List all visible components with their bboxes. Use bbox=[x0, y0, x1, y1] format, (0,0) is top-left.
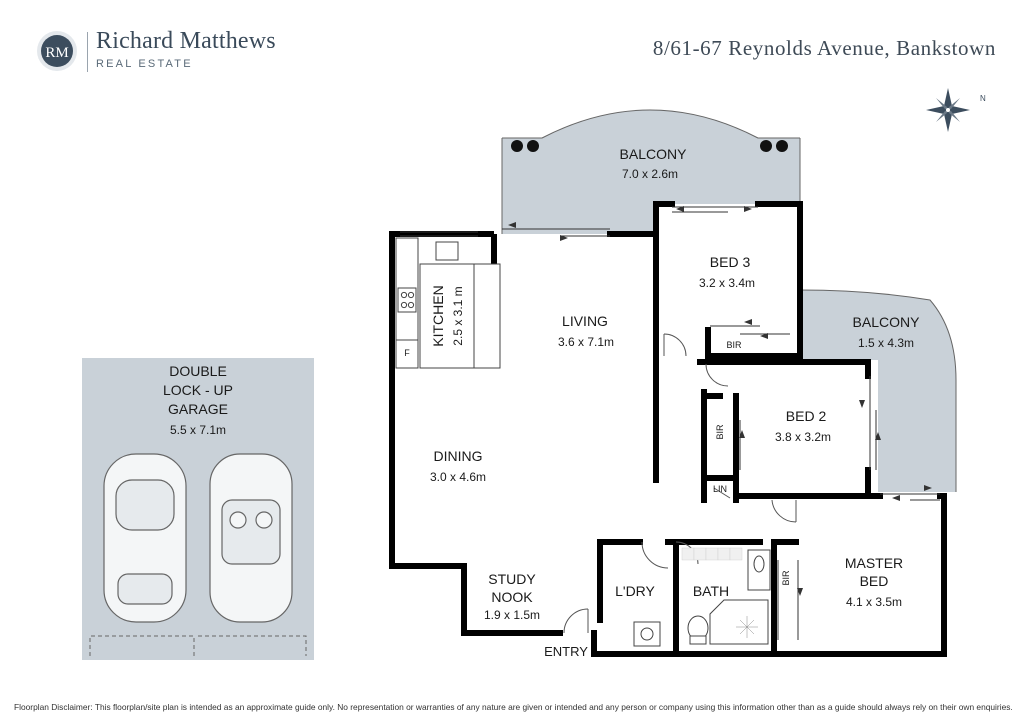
master-name-2: BED bbox=[860, 573, 889, 589]
garage-line3: GARAGE bbox=[168, 401, 228, 417]
dining-size: 3.0 x 4.6m bbox=[430, 470, 486, 484]
kitchen-fixtures bbox=[395, 237, 501, 369]
bed3-name: BED 3 bbox=[710, 254, 751, 270]
logo-monogram: RM bbox=[45, 45, 68, 61]
compass-rose-icon bbox=[926, 88, 970, 132]
master-name-1: MASTER bbox=[845, 555, 903, 571]
balcony-top-size: 7.0 x 2.6m bbox=[622, 167, 678, 181]
slide-arrow-icons bbox=[508, 206, 932, 596]
bath-tiles bbox=[681, 547, 743, 561]
brand-logo: RM bbox=[37, 31, 77, 71]
laundry-name: L'DRY bbox=[615, 583, 655, 599]
bed2-size: 3.8 x 3.2m bbox=[775, 430, 831, 444]
master-robe-label: BIR bbox=[781, 570, 791, 586]
balcony-top-area bbox=[502, 110, 800, 234]
walls bbox=[389, 201, 947, 657]
master-size: 4.1 x 3.5m bbox=[846, 595, 902, 609]
bed2-name: BED 2 bbox=[786, 408, 827, 424]
balcony-right-size: 1.5 x 4.3m bbox=[858, 336, 914, 350]
bed3-size: 3.2 x 3.4m bbox=[699, 276, 755, 290]
entry-label: ENTRY bbox=[544, 644, 588, 659]
study-size: 1.9 x 1.5m bbox=[484, 608, 540, 622]
property-address: 8/61-67 Reynolds Avenue, Bankstown bbox=[652, 36, 996, 60]
balcony-top-name: BALCONY bbox=[620, 146, 688, 162]
shower-fixture bbox=[736, 616, 758, 638]
garage-line1: DOUBLE bbox=[169, 363, 227, 379]
fridge-label: F bbox=[404, 348, 410, 358]
study-name-2: NOOK bbox=[491, 589, 533, 605]
brand-divider bbox=[87, 32, 88, 72]
bathroom-fixtures bbox=[633, 549, 771, 647]
compass-north-label: N bbox=[980, 94, 986, 103]
linen-label: LIN bbox=[713, 484, 727, 494]
brand-name: Richard Matthews bbox=[96, 28, 276, 54]
dining-name: DINING bbox=[434, 448, 483, 464]
garage-size: 5.5 x 7.1m bbox=[170, 423, 226, 437]
living-size: 3.6 x 7.1m bbox=[558, 335, 614, 349]
bed3-robe-label: BIR bbox=[726, 340, 742, 350]
study-name-1: STUDY bbox=[488, 571, 536, 587]
bed2-robe-label: BIR bbox=[715, 424, 725, 440]
brand-subtitle: REAL ESTATE bbox=[96, 58, 193, 70]
garage-line2: LOCK - UP bbox=[163, 382, 233, 398]
kitchen-name: KITCHEN bbox=[430, 285, 446, 346]
balcony-right-area bbox=[800, 290, 956, 492]
car-icons bbox=[103, 453, 293, 623]
bath-name: BATH bbox=[693, 583, 729, 599]
floorplan-disclaimer: Floorplan Disclaimer: This floorplan/sit… bbox=[14, 702, 1013, 712]
planter-icons bbox=[511, 140, 788, 152]
living-name: LIVING bbox=[562, 313, 608, 329]
door-swings bbox=[563, 333, 797, 634]
kitchen-size: 2.5 x 3.1 m bbox=[451, 286, 465, 345]
windows bbox=[400, 206, 940, 640]
balcony-right-name: BALCONY bbox=[853, 314, 921, 330]
